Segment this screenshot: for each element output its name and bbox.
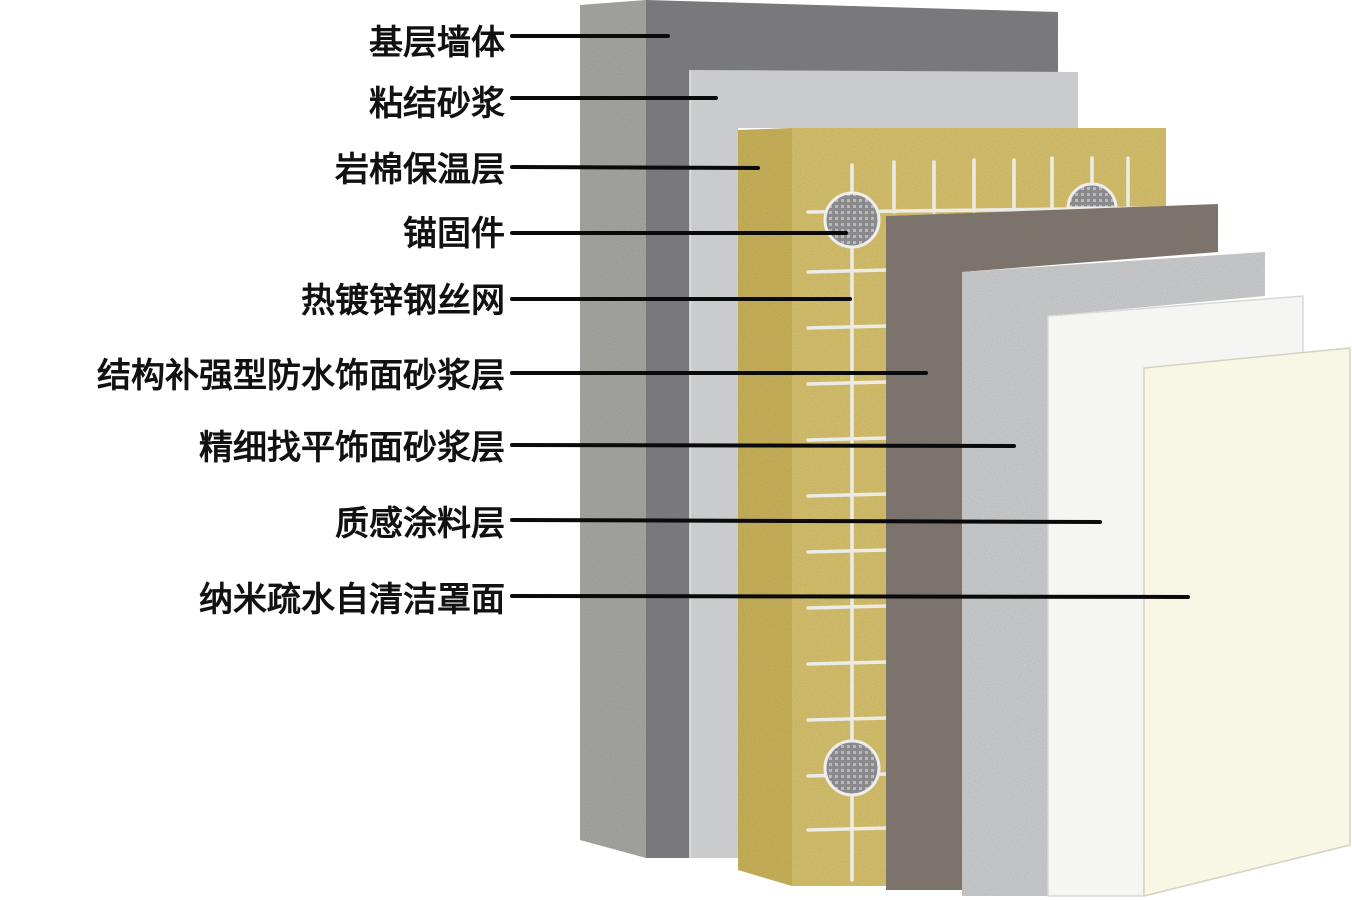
leveling-mortar-face	[962, 252, 1265, 896]
label-texture-coating: 质感涂料层	[335, 504, 505, 544]
anchor-top-left	[823, 191, 881, 249]
label-rock-wool: 岩棉保温层	[334, 150, 505, 190]
label-wire-mesh: 热镀锌钢丝网	[301, 281, 505, 321]
leader-leveling-mortar	[510, 443, 1016, 448]
base-wall-side	[580, 0, 646, 858]
label-nano-topcoat: 纳米疏水自清洁罩面	[199, 580, 505, 620]
leveling-mortar-layer	[962, 252, 1265, 896]
rock-wool-layer	[738, 128, 1166, 886]
rock-wool-side	[738, 128, 792, 886]
leader-lines	[510, 34, 1190, 599]
bonding-mortar-face	[690, 70, 1078, 858]
reinforced-mortar-face	[886, 204, 1218, 890]
leader-texture-coating	[510, 518, 1102, 524]
label-leveling-mortar: 精细找平饰面砂浆层	[199, 428, 505, 468]
base-wall-layer	[580, 0, 1058, 858]
anchor-top-right	[1066, 182, 1118, 210]
label-bonding-mortar: 粘结砂浆	[369, 84, 505, 124]
layer-labels: 基层墙体 粘结砂浆 岩棉保温层 锚固件 热镀锌钢丝网 结构补强型防水饰面砂浆层 …	[97, 23, 505, 620]
rock-wool-face	[792, 128, 1166, 886]
reinforced-mortar-layer	[886, 204, 1218, 890]
bonding-mortar-layer	[689, 70, 1078, 858]
wire-mesh	[806, 156, 1162, 882]
label-anchor: 锚固件	[403, 214, 505, 254]
leader-rock-wool	[510, 165, 760, 170]
nano-topcoat-layer	[1143, 347, 1351, 897]
label-reinforced-mortar: 结构补强型防水饰面砂浆层	[97, 356, 505, 396]
nano-topcoat-face	[1143, 347, 1351, 897]
base-wall-face	[646, 0, 1058, 858]
label-base-wall: 基层墙体	[369, 23, 505, 63]
leader-nano-topcoat	[510, 594, 1190, 599]
anchor-bottom-left	[823, 739, 881, 797]
